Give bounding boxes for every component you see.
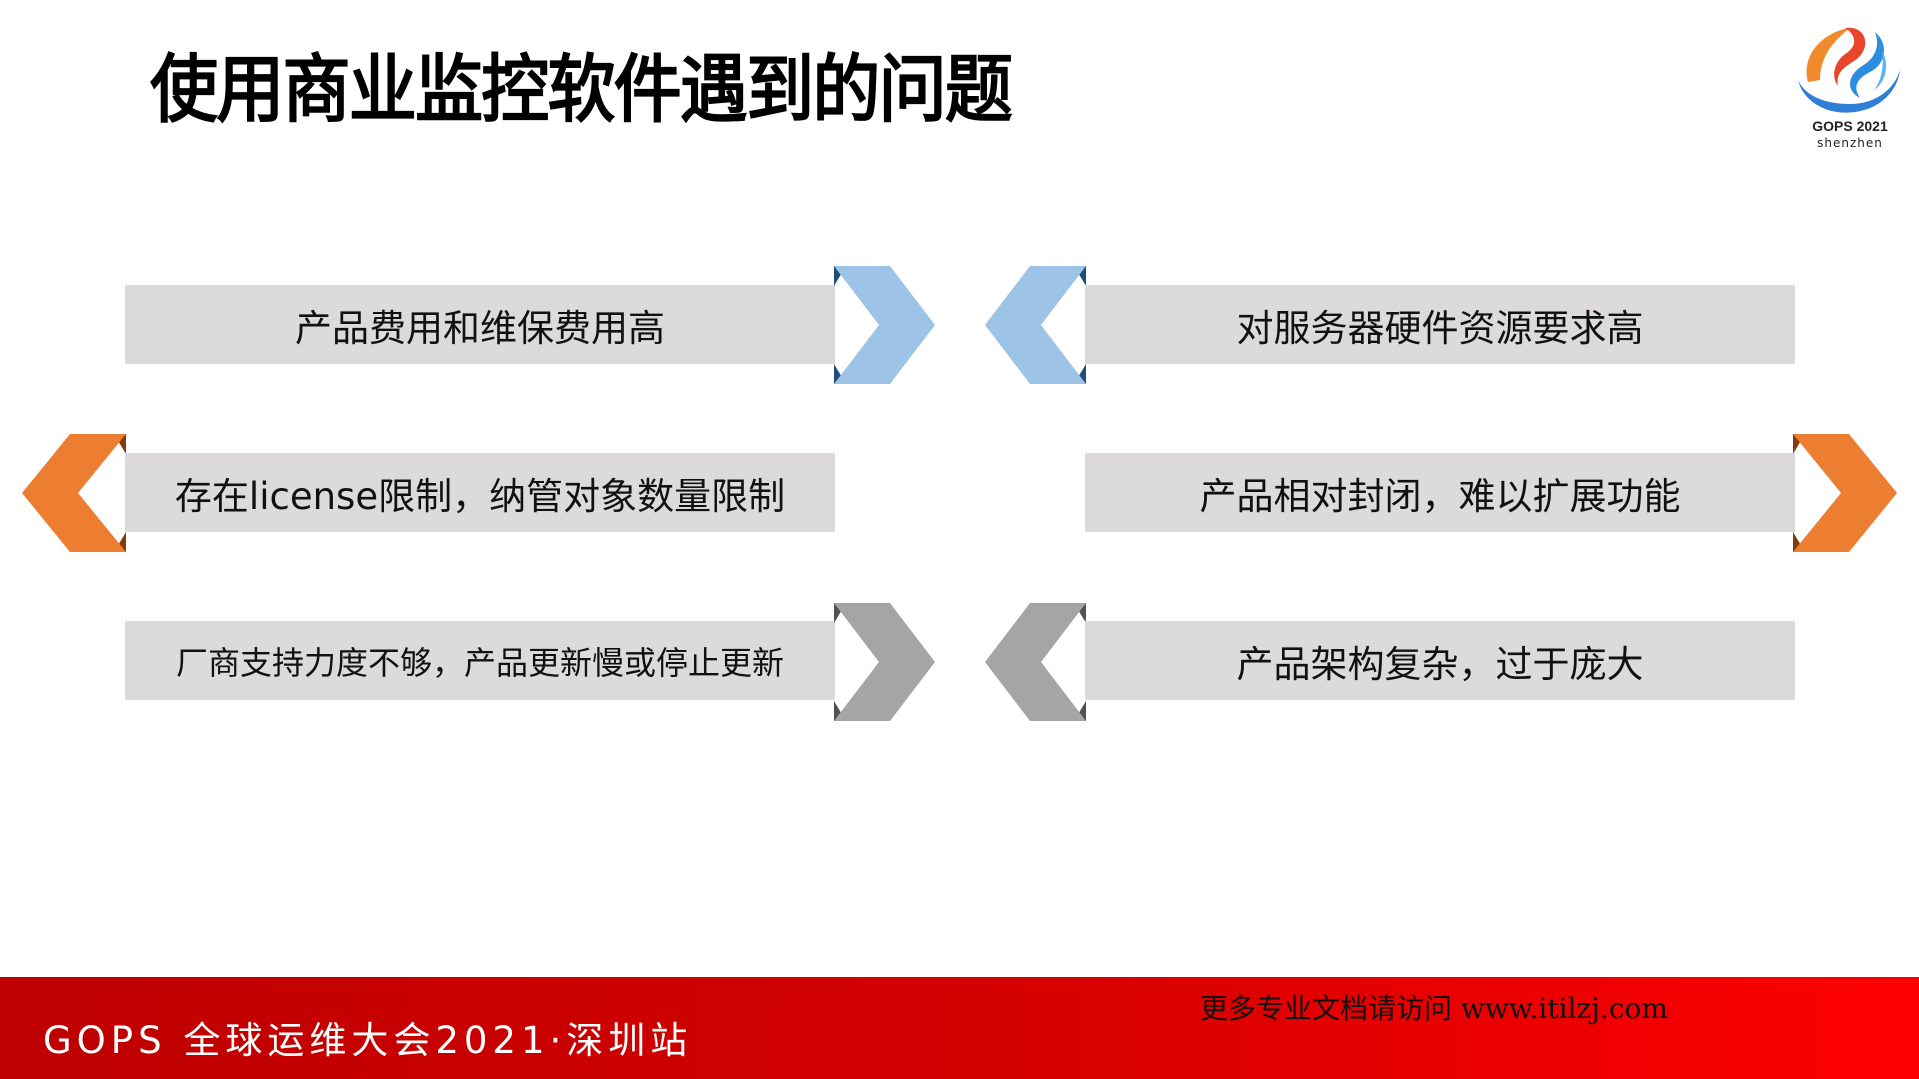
logo-text-gops: GOPS 2021 — [1812, 118, 1888, 134]
logo-text-city: shenzhen — [1817, 136, 1883, 150]
footer-event-name: GOPS 全球运维大会2021·深圳站 — [43, 1019, 693, 1062]
problem-text: 产品相对封闭，难以扩展功能 — [1199, 474, 1681, 518]
problem-item-license: 存在license限制，纳管对象数量限制 — [125, 453, 835, 532]
slide-title: 使用商业监控软件遇到的问题 — [150, 47, 1013, 133]
problem-item-support: 厂商支持力度不够，产品更新慢或停止更新 — [125, 621, 835, 700]
footer-banner: GOPS 全球运维大会2021·深圳站 更多专业文档请访问 www.itilzj… — [0, 977, 1919, 1079]
problem-item-architecture: 产品架构复杂，过于庞大 — [1085, 621, 1795, 700]
chevron-right-icon — [834, 603, 935, 721]
chevron-right-icon — [834, 266, 935, 384]
gops-logo: GOPS 2021 shenzhen — [1790, 20, 1910, 160]
chevron-left-icon — [985, 266, 1086, 384]
problem-item-closed: 产品相对封闭，难以扩展功能 — [1085, 453, 1795, 532]
problem-text: 产品费用和维保费用高 — [295, 306, 665, 350]
problem-text: 产品架构复杂，过于庞大 — [1236, 642, 1644, 686]
gops-flame-icon — [1798, 27, 1900, 113]
chevron-left-icon — [22, 434, 126, 552]
problem-text: 存在license限制，纳管对象数量限制 — [174, 474, 786, 518]
footer-watermark-link[interactable]: 更多专业文档请访问 www.itilzj.com — [1200, 992, 1668, 1025]
problem-text: 对服务器硬件资源要求高 — [1236, 306, 1644, 350]
problem-item-hardware: 对服务器硬件资源要求高 — [1085, 285, 1795, 364]
problem-item-cost: 产品费用和维保费用高 — [125, 285, 835, 364]
chevron-right-icon — [1793, 434, 1897, 552]
chevron-left-icon — [985, 603, 1086, 721]
problem-text: 厂商支持力度不够，产品更新慢或停止更新 — [175, 643, 784, 682]
